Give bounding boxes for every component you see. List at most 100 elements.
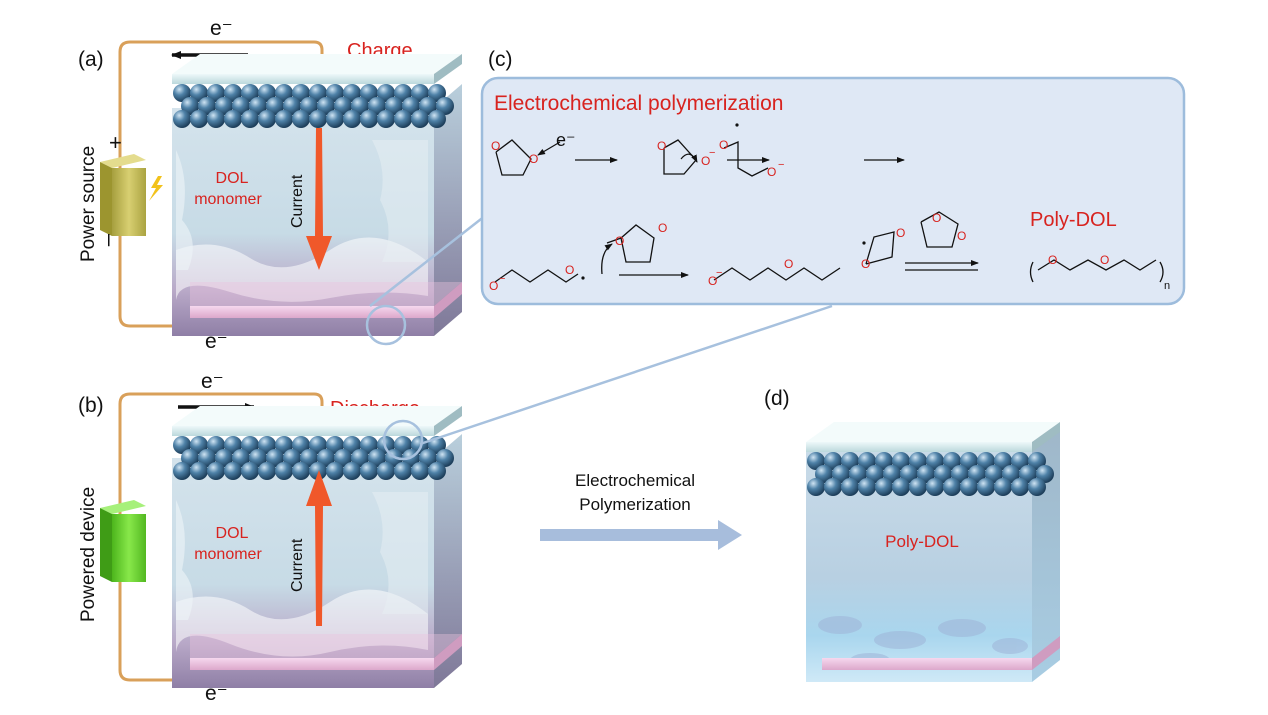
- lithium-sphere: [892, 452, 910, 470]
- lithium-sphere: [994, 478, 1012, 496]
- liquid-side: [434, 434, 462, 688]
- lithium-sphere: [173, 110, 191, 128]
- lithium-sphere: [241, 436, 259, 454]
- svg-text:O: O: [489, 279, 498, 293]
- poly-dol-block-label: Poly-DOL: [885, 532, 959, 551]
- lithium-sphere: [841, 478, 859, 496]
- lithium-sphere: [926, 478, 944, 496]
- lithium-sphere: [283, 97, 301, 115]
- mechanism-title: Electrochemical polymerization: [494, 92, 783, 115]
- svg-text:O: O: [657, 139, 666, 153]
- panel-b: (b) e⁻ e⁻ Discharge Powered device: [78, 370, 462, 705]
- svg-text:O: O: [719, 138, 728, 152]
- dol-label: DOL: [216, 525, 249, 542]
- lithium-sphere: [173, 462, 191, 480]
- lithium-sphere: [309, 462, 327, 480]
- lithium-sphere: [249, 97, 267, 115]
- svg-text:O: O: [957, 229, 966, 243]
- cell-stack: [806, 422, 1060, 682]
- lithium-sphere: [985, 465, 1003, 483]
- lithium-sphere: [951, 465, 969, 483]
- lithium-sphere: [292, 436, 310, 454]
- lithium-sphere: [909, 452, 927, 470]
- svg-text:O: O: [615, 234, 624, 248]
- lithium-sphere: [343, 462, 361, 480]
- bottom-electrode: [190, 658, 434, 670]
- reaction-scheme: [494, 139, 1164, 283]
- current-label: Current: [289, 538, 306, 592]
- lithium-sphere: [1028, 452, 1046, 470]
- svg-text:O: O: [658, 221, 667, 235]
- lithium-sphere-layer: [173, 84, 454, 128]
- lithium-sphere: [241, 110, 259, 128]
- monomer-label: monomer: [194, 546, 262, 563]
- lithium-sphere: [892, 478, 910, 496]
- lithium-sphere: [275, 462, 293, 480]
- lithium-sphere: [875, 452, 893, 470]
- lithium-sphere: [377, 84, 395, 102]
- svg-text:O: O: [861, 257, 870, 271]
- lithium-sphere: [994, 452, 1012, 470]
- lithium-sphere: [368, 449, 386, 467]
- mechanism-box: [480, 76, 1186, 306]
- lithium-sphere: [411, 110, 429, 128]
- monomer-label: monomer: [194, 191, 262, 208]
- lithium-sphere: [326, 436, 344, 454]
- lithium-sphere: [241, 84, 259, 102]
- lithium-sphere: [960, 478, 978, 496]
- svg-text:−: −: [778, 159, 784, 171]
- lithium-sphere: [807, 478, 825, 496]
- lithium-sphere: [824, 452, 842, 470]
- lithium-sphere: [1036, 465, 1054, 483]
- lithium-sphere: [190, 436, 208, 454]
- lithium-sphere: [207, 84, 225, 102]
- lithium-sphere: [207, 462, 225, 480]
- svg-text:O: O: [1100, 253, 1109, 267]
- svg-text:O: O: [896, 226, 905, 240]
- lithium-sphere: [317, 97, 335, 115]
- lithium-sphere: [1011, 478, 1029, 496]
- lithium-sphere: [190, 110, 208, 128]
- lithium-sphere: [402, 97, 420, 115]
- top-electrode: [172, 406, 462, 426]
- lithium-sphere: [309, 436, 327, 454]
- lithium-sphere: [900, 465, 918, 483]
- lithium-sphere: [909, 478, 927, 496]
- lithium-sphere: [334, 97, 352, 115]
- lithium-sphere: [351, 97, 369, 115]
- current-label: Current: [289, 174, 306, 228]
- lithium-sphere-layer: [173, 436, 454, 480]
- minus-terminal: –: [98, 234, 123, 247]
- svg-text:−: −: [499, 273, 505, 285]
- lithium-sphere: [275, 84, 293, 102]
- plus-terminal: +: [109, 130, 122, 155]
- lithium-sphere: [943, 478, 961, 496]
- electron-push-arrow: [680, 153, 698, 163]
- lithium-sphere: [977, 452, 995, 470]
- bottom-electrode: [190, 306, 434, 318]
- lithium-sphere: [266, 449, 284, 467]
- lithium-sphere: [292, 110, 310, 128]
- lithium-sphere: [343, 436, 361, 454]
- lithium-sphere: [377, 462, 395, 480]
- svg-text:O: O: [529, 152, 538, 166]
- lithium-sphere: [224, 462, 242, 480]
- lithium-sphere: [394, 110, 412, 128]
- lithium-sphere: [207, 110, 225, 128]
- lithium-sphere: [849, 465, 867, 483]
- lithium-sphere: [841, 452, 859, 470]
- lithium-sphere: [977, 478, 995, 496]
- lithium-sphere: [360, 462, 378, 480]
- lithium-sphere: [1019, 465, 1037, 483]
- lithium-sphere: [960, 452, 978, 470]
- lithium-sphere: [343, 84, 361, 102]
- cell-stack: [172, 406, 462, 688]
- lithium-sphere: [428, 84, 446, 102]
- callout-connector: [369, 211, 491, 307]
- lithium-sphere-layer: [807, 452, 1054, 496]
- lithium-sphere: [934, 465, 952, 483]
- lithium-sphere: [326, 462, 344, 480]
- lithium-sphere: [360, 110, 378, 128]
- lithium-sphere: [317, 449, 335, 467]
